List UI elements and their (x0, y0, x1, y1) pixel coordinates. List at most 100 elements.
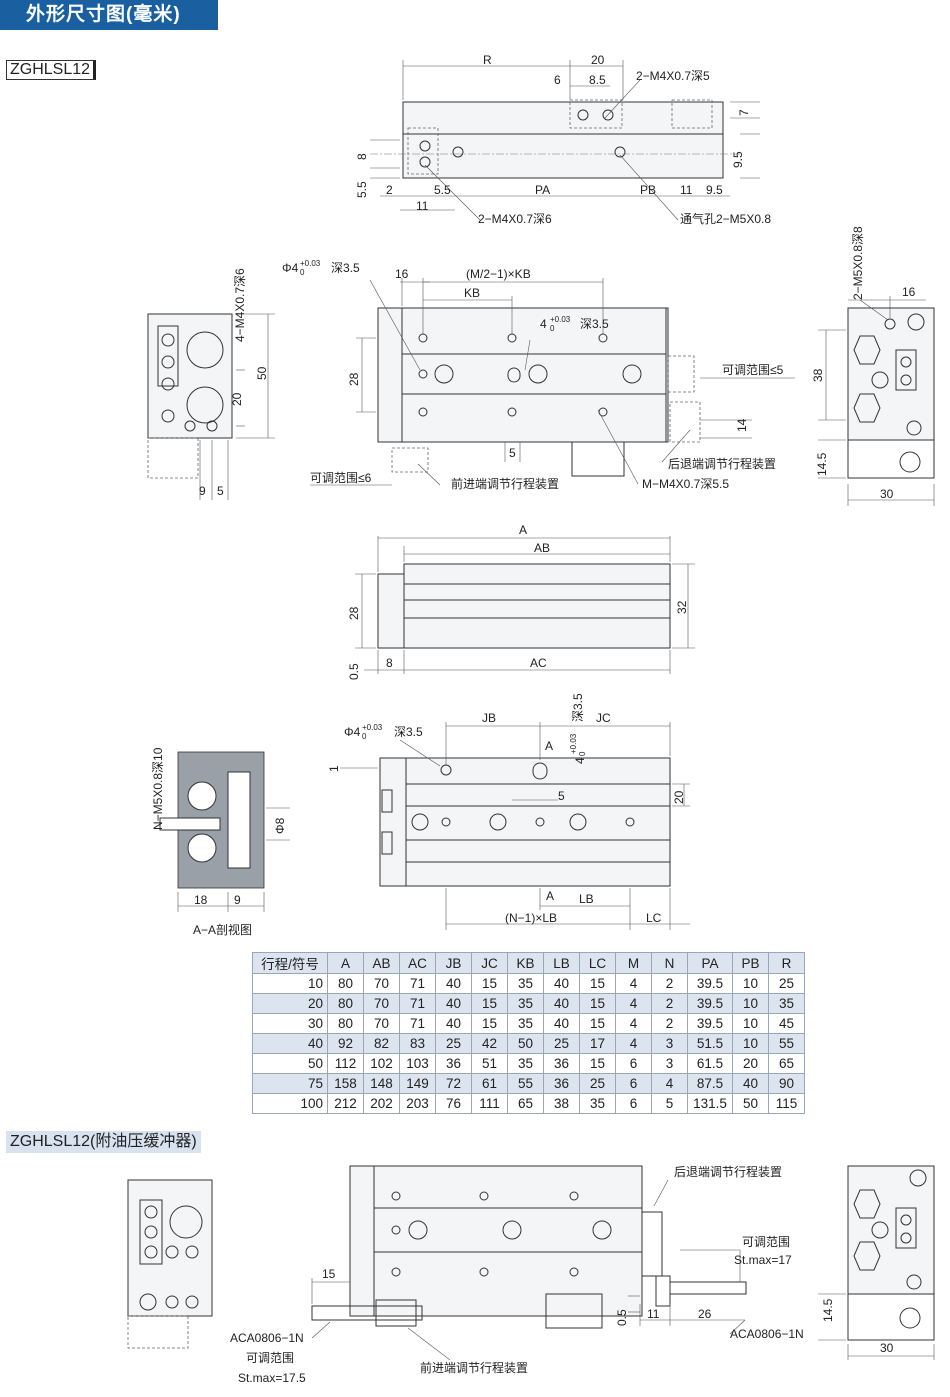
table-cell: 90 (768, 1073, 805, 1094)
absorber-front-view: 后退端调节行程装置 可调范围 St.max=17 15 0.5 11 26 AC… (230, 1164, 804, 1385)
dim-4h: 4 (540, 317, 547, 331)
dim-m4-deep5: 2−M4X0.7深5 (636, 69, 710, 83)
table-cell: 148 (363, 1073, 400, 1094)
dim-4-m4: 4−M4X0.7深6 (233, 268, 247, 342)
table-cell: 4 (651, 1073, 688, 1094)
table-cell: 80 (327, 1013, 364, 1034)
table-cell: 212 (327, 1093, 364, 1114)
dim-8: 8 (355, 153, 369, 160)
dim-tol1: +0.03 (300, 259, 321, 268)
table-cell: 70 (363, 1013, 400, 1034)
table-cell: 40 (543, 973, 580, 994)
table-cell: 4 (615, 1013, 652, 1034)
dim-adj5: 可调范围≤5 (722, 363, 784, 377)
table-cell: 115 (768, 1093, 805, 1114)
section-label-absorber: ZGHLSL12(附油压缓冲器) (6, 1131, 201, 1153)
table-cell: 51 (471, 1053, 508, 1074)
table-cell: 40 (435, 973, 472, 994)
dim-aca1: ACA0806−1N (230, 1331, 304, 1345)
table-cell: 71 (399, 1013, 436, 1034)
table-cell: 112 (327, 1053, 364, 1074)
table-cell: 40 (435, 993, 472, 1014)
dim-15: 15 (322, 1267, 336, 1281)
table-cell: 36 (543, 1073, 580, 1094)
table-cell: 40 (543, 1013, 580, 1034)
table-cell: 40 (435, 1013, 472, 1034)
dim-16r: 16 (902, 285, 916, 299)
dim-tol1b: 0 (300, 268, 305, 277)
dim-vent: 通气孔2−M5X0.8 (680, 211, 771, 226)
table-cell: 4 (615, 993, 652, 1014)
dim-AB: AB (534, 541, 550, 555)
dim-R: R (483, 53, 492, 67)
table-cell: 65 (507, 1093, 544, 1114)
dim-m-m4: M−M4X0.7深5.5 (642, 477, 729, 491)
dim-18: 18 (194, 893, 208, 907)
table-header: JB (435, 952, 472, 974)
table-cell: 36 (435, 1053, 472, 1074)
table-header: JC (471, 952, 508, 974)
table-header: A (327, 952, 364, 974)
table-header: N (651, 952, 688, 974)
table-cell: 42 (471, 1033, 508, 1054)
dim-28: 28 (347, 372, 361, 386)
table-cell: 35 (579, 1093, 616, 1114)
dim-28c: 28 (347, 606, 361, 620)
table-cell: 92 (327, 1033, 364, 1054)
table-cell: 82 (363, 1033, 400, 1054)
table-cell: 3 (651, 1033, 688, 1054)
table-cell: 36 (543, 1053, 580, 1074)
dim-adj-range2: 可调范围 (246, 1351, 294, 1365)
bottom-view: Φ4 +0.03 0 深3.5 JB JC 4 +0.03 0 深3.5 A 1… (327, 693, 690, 930)
dim-JB: JB (482, 711, 496, 725)
table-header: LB (543, 952, 580, 974)
dim-26: 26 (698, 1307, 712, 1321)
table-cell: 39.5 (687, 973, 733, 994)
table-header: PA (687, 952, 733, 974)
table-cell: 25 (579, 1073, 616, 1094)
dim-JC: JC (596, 711, 611, 725)
table-cell: 4 (615, 1033, 652, 1054)
dim-30b: 30 (880, 1341, 894, 1355)
dim-30: 30 (880, 487, 894, 501)
table-cell: 39.5 (687, 993, 733, 1014)
table-cell: 30 (252, 1013, 328, 1034)
dim-9: 9 (199, 484, 206, 498)
table-cell: 10 (732, 993, 769, 1014)
dim-6: 6 (554, 73, 561, 87)
dim-tol3: +0.03 (362, 723, 383, 732)
dim-front-adj: 前进端调节行程装置 (451, 476, 559, 491)
dim-n-m5: N−M5X0.8深10 (151, 747, 165, 830)
dim-A1: A (545, 739, 553, 753)
table-cell: 39.5 (687, 1013, 733, 1034)
dim-deep35b: 深3.5 (580, 317, 609, 331)
table-cell: 35 (507, 1053, 544, 1074)
dim-n1lb: (N−1)×LB (505, 911, 557, 925)
dim-tol2b: 0 (550, 324, 555, 333)
table-cell: 61 (471, 1073, 508, 1094)
table-cell: 15 (471, 1013, 508, 1034)
dim-5v: 5 (217, 484, 224, 498)
dim-7: 7 (737, 109, 751, 116)
dim-tol3b: 0 (362, 732, 367, 741)
dim-0-5b: 0.5 (615, 1309, 629, 1326)
table-cell: 50 (507, 1033, 544, 1054)
table-cell: 202 (363, 1093, 400, 1114)
model-label: ZGHLSL12 (6, 60, 97, 80)
spec-table: 行程/符号 A AB AC JB JC KB LB LC M N PA PB R… (252, 952, 805, 1114)
dim-PB: PB (640, 183, 656, 197)
dim-front-adj2: 前进端调节行程装置 (420, 1360, 528, 1375)
dim-20: 20 (591, 53, 605, 67)
dim-AC: AC (530, 656, 547, 670)
dim-8-5: 8.5 (589, 73, 606, 87)
table-header: AC (399, 952, 436, 974)
table-cell: 10 (732, 1013, 769, 1034)
table-cell: 111 (471, 1093, 508, 1114)
table-cell: 5 (651, 1093, 688, 1114)
table-cell: 3 (651, 1053, 688, 1074)
dim-5: 5 (509, 446, 516, 460)
